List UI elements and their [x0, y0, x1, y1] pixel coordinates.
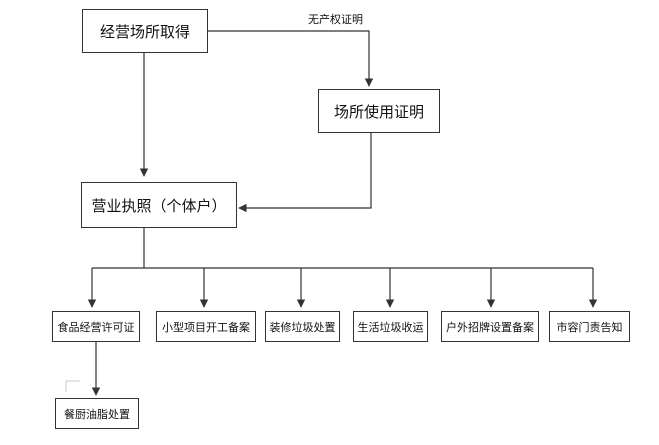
- node-decor-waste: 装修垃圾处置: [265, 311, 340, 342]
- edge-venue-to-proof: [207, 30, 374, 87]
- node-food: 食品经营许可证: [52, 311, 140, 342]
- node-small-project: 小型项目开工备案: [156, 311, 256, 342]
- node-venue: 经营场所取得: [82, 9, 208, 53]
- node-life-waste: 生活垃圾收运: [353, 311, 428, 342]
- node-outdoor-sign: 户外招牌设置备案: [441, 311, 539, 342]
- node-license: 营业执照（个体户）: [81, 182, 237, 228]
- node-venue-proof: 场所使用证明: [318, 89, 440, 133]
- node-city-notice: 市容门责告知: [549, 311, 630, 342]
- edge-label-no-title: 无产权证明: [308, 13, 363, 26]
- edge-proof-to-license: [238, 133, 372, 213]
- node-kitchen-oil: 餐厨油脂处置: [55, 398, 139, 429]
